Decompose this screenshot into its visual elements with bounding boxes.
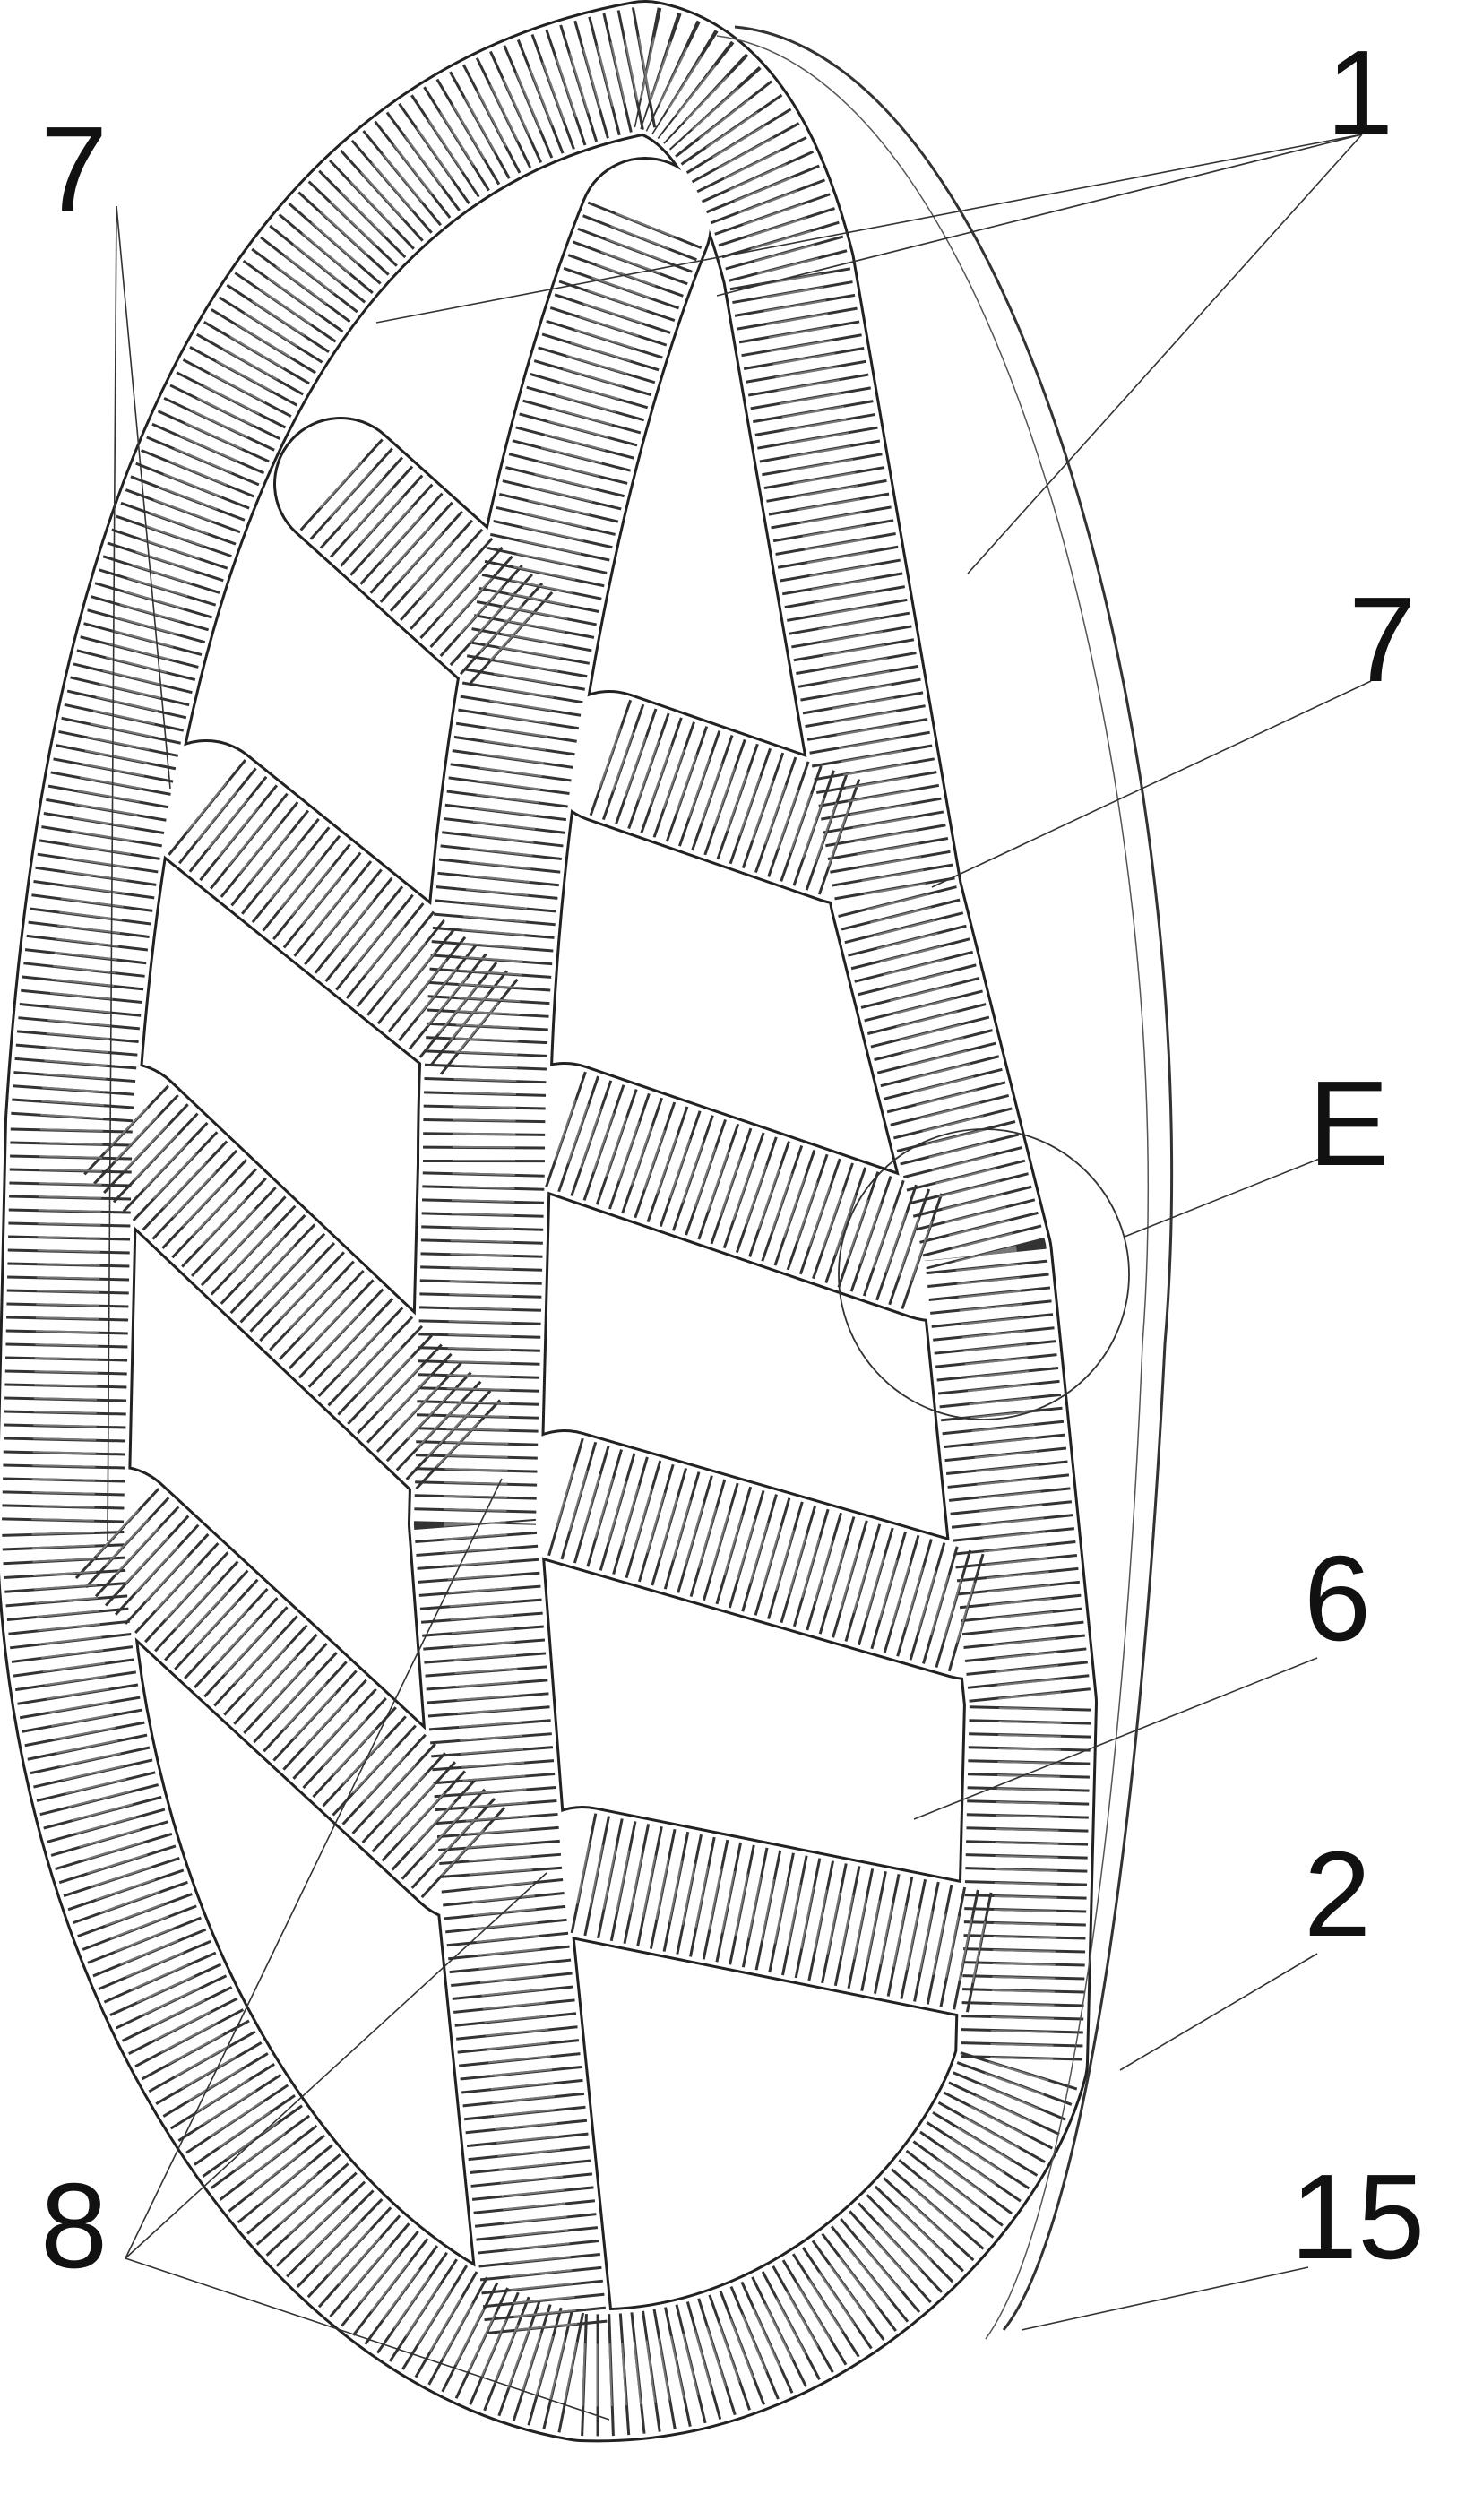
reference-label-e: E	[1308, 1056, 1389, 1191]
reference-label-8: 8	[40, 2158, 108, 2293]
reference-label-15: 15	[1290, 2149, 1425, 2284]
reference-label-7-left: 7	[40, 101, 108, 237]
reference-label-2: 2	[1304, 1826, 1371, 1962]
reference-label-6: 6	[1304, 1531, 1371, 1666]
leader-lines	[107, 134, 1372, 2421]
detail-circle-e	[838, 1128, 1130, 1420]
reference-label-1: 1	[1326, 25, 1393, 160]
reference-label-7-right: 7	[1349, 572, 1416, 707]
